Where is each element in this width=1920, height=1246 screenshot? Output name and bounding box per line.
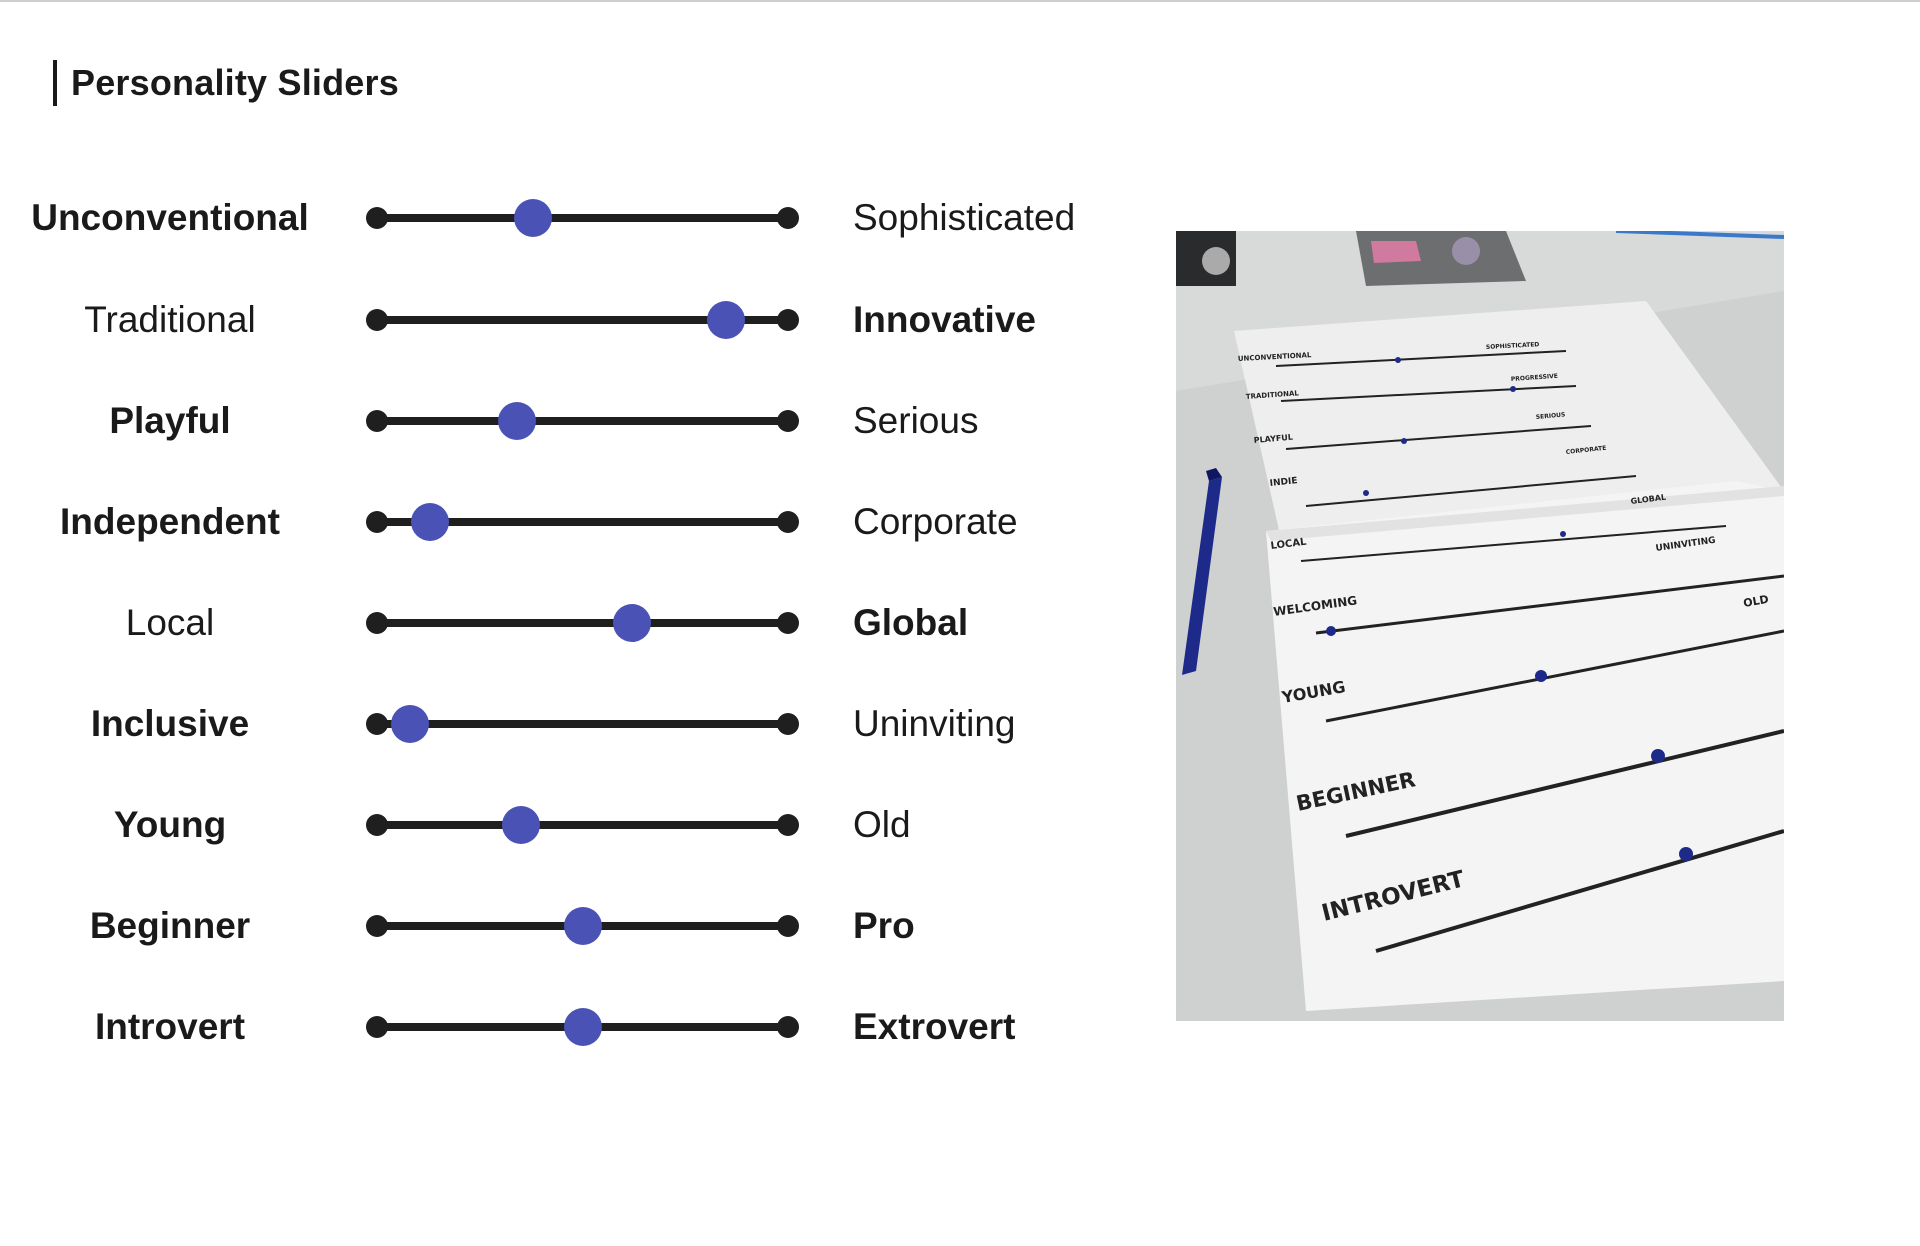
slider-knob[interactable] — [390, 705, 429, 743]
slider-left-label: Beginner — [89, 905, 251, 946]
slider-end-left — [366, 814, 388, 836]
slider-track[interactable] — [377, 214, 788, 222]
slider-end-right — [777, 410, 799, 432]
slider-end-left — [366, 713, 388, 735]
slider-knob[interactable] — [501, 806, 540, 844]
slider-right-label: Corporate — [853, 501, 1018, 542]
slider-end-right — [777, 309, 799, 331]
slider-row: Inclusive Uninviting — [0, 694, 1120, 754]
slider-left-label: Young — [113, 804, 227, 845]
sheet-label-5-left: LOCAL — [1270, 537, 1308, 552]
slider-knob[interactable] — [563, 907, 602, 945]
slider-left-label: Introvert — [94, 1006, 246, 1047]
slider-right-label: Uninviting — [853, 703, 1016, 744]
slider-left-label: Unconventional — [31, 197, 309, 238]
slider-left-label: Local — [125, 602, 215, 643]
slider-row: Unconventional Sophisticated — [0, 188, 1120, 248]
slider-knob[interactable] — [411, 503, 450, 541]
slider-row: Playful Serious — [0, 391, 1120, 451]
slider-end-right — [777, 713, 799, 735]
slider-end-right — [777, 915, 799, 937]
slider-track[interactable] — [377, 821, 788, 829]
slider-end-right — [777, 207, 799, 229]
sheet-label-3-right: SERIOUS — [1536, 411, 1566, 421]
slider-track[interactable] — [377, 518, 788, 526]
sheet-label-1-right: SOPHISTICATED — [1486, 341, 1540, 351]
slider-right-label: Innovative — [853, 299, 1036, 340]
slider-end-right — [777, 612, 799, 634]
slider-end-right — [777, 814, 799, 836]
slider-end-left — [366, 410, 388, 432]
slider-row: Traditional Innovative — [0, 290, 1120, 350]
slider-row: Independent Corporate — [0, 492, 1120, 552]
slider-right-label: Serious — [853, 400, 979, 441]
sheet-label-5-right: GLOBAL — [1630, 493, 1666, 506]
sheet-label-4-right: CORPORATE — [1565, 445, 1606, 456]
slider-knob[interactable] — [612, 604, 651, 642]
slider-left-label: Traditional — [84, 299, 256, 340]
slider-right-label: Sophisticated — [853, 197, 1076, 238]
slider-right-label: Old — [853, 804, 911, 845]
slider-right-label: Pro — [853, 905, 915, 946]
slider-row: Young Old — [0, 795, 1120, 855]
slider-end-left — [366, 511, 388, 533]
sheet-label-2-left: TRADITIONAL — [1246, 389, 1300, 401]
slider-right-label: Global — [853, 602, 969, 643]
sheet-label-2-right: PROGRESSIVE — [1511, 373, 1558, 383]
sheet-label-4-left: INDIE — [1269, 476, 1298, 489]
slider-track[interactable] — [377, 417, 788, 425]
page-title: Personality Sliders — [53, 60, 399, 106]
sheet-label-1-left: UNCONVENTIONAL — [1238, 351, 1312, 363]
slider-track[interactable] — [377, 316, 788, 324]
slider-row: Local Global — [0, 593, 1120, 653]
slider-row: Introvert Extrovert — [0, 997, 1120, 1057]
slider-end-right — [777, 511, 799, 533]
slider-left-label: Playful — [109, 400, 231, 441]
slider-track[interactable] — [377, 720, 788, 728]
slider-knob[interactable] — [497, 402, 536, 440]
slider-knob[interactable] — [514, 199, 553, 237]
photo-of-handdrawn-sliders: UNCONVENTIONAL SOPHISTICATED TRADITIONAL… — [1176, 231, 1784, 1021]
slider-end-left — [366, 309, 388, 331]
slider-left-label: Independent — [60, 501, 280, 542]
slider-end-left — [366, 207, 388, 229]
sheet-label-3-left: PLAYFUL — [1253, 433, 1293, 445]
slider-knob[interactable] — [707, 301, 746, 339]
slider-end-left — [366, 1016, 388, 1038]
slider-row: Beginner Pro — [0, 896, 1120, 956]
slider-end-left — [366, 612, 388, 634]
slider-knob[interactable] — [563, 1008, 602, 1046]
slider-track[interactable] — [377, 619, 788, 627]
sheet-label-7-right: OLD — [1742, 593, 1769, 610]
slider-right-label: Extrovert — [853, 1006, 1016, 1047]
slider-end-left — [366, 915, 388, 937]
slider-left-label: Inclusive — [90, 703, 250, 744]
slider-end-right — [777, 1016, 799, 1038]
